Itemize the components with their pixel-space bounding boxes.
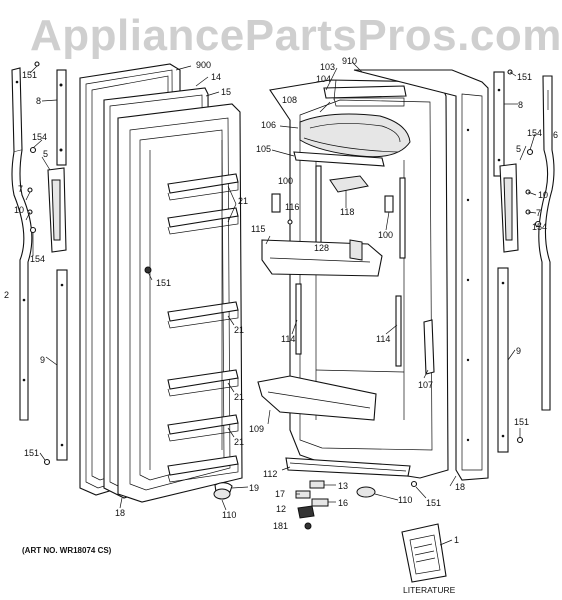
callout-154-left-bottom: 154	[30, 254, 45, 264]
callout-21-lower: 21	[234, 392, 244, 402]
small-parts	[295, 480, 376, 530]
callout-2: 2	[4, 290, 9, 300]
callout-151-left-bottom: 151	[24, 448, 39, 458]
callout-114-right: 114	[376, 334, 390, 344]
shelf-118	[329, 175, 369, 193]
callout-17: 17	[275, 489, 285, 499]
hinge-strip-8-right	[493, 71, 505, 177]
callout-12: 12	[276, 504, 286, 514]
callout-118: 118	[340, 207, 354, 217]
cabinet-outer-910	[353, 69, 489, 481]
callout-100-left: 100	[278, 176, 293, 186]
handle-5-left	[47, 167, 67, 253]
door-stop-110-left	[213, 488, 231, 500]
leaders-center	[265, 61, 457, 503]
callout-10-left: 10	[14, 205, 24, 215]
callout-9-right: 9	[516, 346, 521, 356]
callout-21-bottom: 21	[234, 437, 244, 447]
callout-8-left: 8	[36, 96, 41, 106]
callout-151-right-bottom: 151	[514, 417, 529, 427]
callout-1: 1	[454, 535, 459, 545]
callout-18-left: 18	[115, 508, 125, 518]
art-number: (ART NO. WR18074 CS)	[22, 546, 112, 555]
callout-16: 16	[338, 498, 348, 508]
callout-105: 105	[256, 144, 271, 154]
screws-right	[410, 69, 542, 488]
screw-151-door	[144, 266, 152, 274]
callout-151-top-left: 151	[22, 70, 37, 80]
literature-booklet	[401, 523, 453, 583]
callout-7-right: 7	[536, 208, 541, 218]
door-trim-2-left	[11, 67, 33, 421]
callout-151-top-right: 151	[517, 72, 532, 82]
callout-21-top: 21	[238, 196, 248, 206]
callout-114-left: 114	[281, 334, 295, 344]
callout-128: 128	[314, 243, 329, 253]
callout-154-left-top: 154	[32, 132, 47, 142]
bin-109	[257, 375, 377, 421]
callout-112: 112	[263, 469, 277, 479]
shelf-rails-114	[295, 165, 406, 367]
callout-9-left: 9	[40, 355, 45, 365]
callout-13: 13	[338, 481, 348, 491]
callout-110-left: 110	[222, 510, 236, 520]
callout-116: 116	[285, 202, 299, 212]
callout-18-right: 18	[455, 482, 465, 492]
hinge-strip-9-right	[497, 267, 509, 453]
callout-107: 107	[418, 380, 433, 390]
top-trim-103-104	[323, 85, 407, 107]
callout-15: 15	[221, 87, 231, 97]
bracket-107	[423, 319, 435, 375]
door-side-rails	[149, 140, 223, 470]
callout-8-right: 8	[518, 100, 523, 110]
handle-5-right	[499, 163, 519, 253]
callout-10-right: 10	[538, 190, 548, 200]
callout-labels: 900 14 15 151 8 154 5 7 10 154 2 21 151 …	[4, 56, 558, 545]
callout-14: 14	[211, 72, 221, 82]
callout-21-mid: 21	[234, 325, 244, 335]
hinge-strip-8-left	[56, 69, 67, 166]
door-shelves-21	[167, 173, 239, 483]
callout-104: 104	[316, 74, 331, 84]
callout-910: 910	[342, 56, 357, 66]
door-trim-6-right	[538, 75, 555, 411]
bin-divider-128	[349, 239, 363, 261]
grille-112	[285, 457, 411, 477]
callout-900: 900	[196, 60, 211, 70]
shelf-rail-105	[293, 151, 385, 167]
callout-181: 181	[273, 521, 288, 531]
callout-5-left: 5	[43, 149, 48, 159]
leaders-right	[415, 71, 549, 499]
screw-151-left-bottom	[43, 458, 51, 466]
callout-115: 115	[251, 224, 265, 234]
leaders-left	[25, 65, 249, 511]
callout-151-door: 151	[156, 278, 171, 288]
callout-6: 6	[553, 130, 558, 140]
callout-154-right-bottom: 154	[532, 222, 547, 232]
light-cover-106	[299, 113, 411, 158]
callout-151-cabinet: 151	[426, 498, 441, 508]
literature-caption: LITERATURE	[403, 585, 456, 595]
callout-106: 106	[261, 120, 276, 130]
callout-7-left: 7	[18, 184, 23, 194]
callout-5-right: 5	[516, 144, 521, 154]
door-liner	[117, 103, 243, 503]
callout-154-right-top: 154	[527, 128, 542, 138]
callout-103: 103	[320, 62, 335, 72]
callout-100-right: 100	[378, 230, 393, 240]
callout-109: 109	[249, 424, 264, 434]
brackets-100	[271, 193, 394, 225]
callout-108: 108	[282, 95, 297, 105]
hinge-strip-9-left	[56, 269, 68, 461]
callout-19: 19	[249, 483, 259, 493]
watermark: AppliancePartsPros.com	[30, 11, 562, 60]
callout-110-right: 110	[398, 495, 412, 505]
